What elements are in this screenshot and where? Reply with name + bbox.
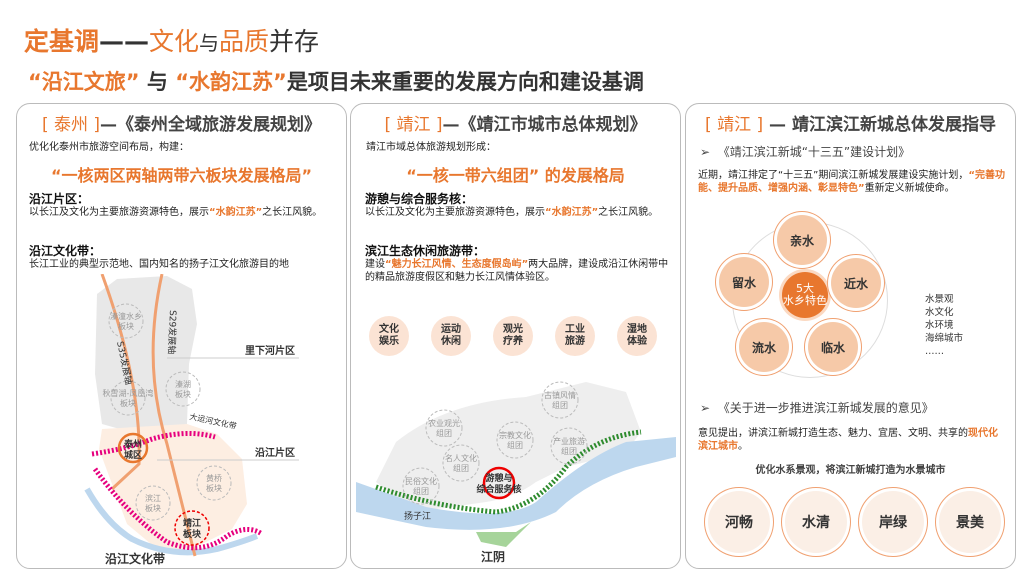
section-heading: 沿江文化带： (29, 244, 102, 258)
panel-taizhou: [ 泰州 ]—《泰州全域旅游发展规划》 优化化泰州市旅游空间布局，构建： “一核… (16, 103, 347, 569)
section-text: 近期，靖江排定了“十三五”期间滨江新城发展建设实施计划，“完善功能、提升品质、增… (698, 170, 1005, 194)
map-label: 板块 (120, 398, 136, 408)
map-label: 综合服务核 (476, 483, 521, 495)
panel-jingjiang-plan: [ 靖江 ]—《靖江市城市总体规划》 靖江市域总体旅游规划形成： “一核一带六组… (350, 103, 681, 569)
headline: “一核两区两轴两带六板块发展格局” (50, 166, 313, 185)
map-label: 沿江片区 (255, 446, 295, 459)
theme-circle: 湿地体验 (617, 316, 657, 356)
theme-circle: 运动休闲 (431, 316, 471, 356)
map-label: 板块 (175, 389, 191, 399)
goal-circle: 水清 (785, 491, 847, 553)
map-label: 滨江 (145, 493, 161, 503)
map-label: 板块 (183, 528, 202, 540)
map-label: 黄桥 (206, 473, 222, 483)
section-text: 长江工业的典型示范地、国内知名的扬子江文化旅游目的地 (29, 259, 289, 270)
bullet-opinion-title: ➢ 《关于进一步推进滨江新城发展的意见》 (700, 401, 934, 415)
map-label: 沿江文化带 (104, 551, 165, 566)
panel-header: [ 靖江 ] — 靖江滨江新城总体发展指导 (705, 115, 996, 135)
section-text: 建设“魅力长江风情、生态度假岛屿”两大品牌，建设成沿江休闲带中的精品旅游度假区和… (365, 259, 669, 283)
page-subtitle: “沿江文旅” 与 “水韵江苏”是项目未来重要的发展方向和建设基调 (28, 70, 644, 94)
water-feature-circle: 近水 (831, 258, 881, 308)
page-title: 定基调——文化与品质并存 (24, 27, 320, 56)
map-label: 组团 (552, 400, 568, 410)
section-heading: 游憩与综合服务核： (365, 192, 474, 206)
center-badge: 5大水乡特色 (782, 272, 828, 318)
intro-text: 优化化泰州市旅游空间布局，构建： (29, 142, 189, 153)
map-label: 板块 (145, 503, 161, 513)
section-heading: 滨江生态休闲旅游带： (365, 244, 486, 258)
section-text: 以长江及文化为主要旅游资源特色，展示“水韵江苏”之长江风貌。 (365, 207, 659, 218)
map-label: 宗教文化 (499, 430, 531, 440)
water-feature-circle: 亲水 (777, 215, 827, 265)
map-label: 组团 (561, 446, 577, 456)
map-label: 溱潼水乡 (110, 311, 142, 321)
map-label: 产业旅游 (553, 436, 585, 446)
map-label: 江阴 (481, 549, 505, 564)
map-label: 秋雪湖-凤凰湾 (103, 388, 154, 398)
theme-circle: 观光疗养 (493, 316, 533, 356)
theme-circle: 工业旅游 (555, 316, 595, 356)
intro-text: 靖江市域总体旅游规划形成： (366, 142, 496, 153)
section-heading: 沿江片区： (29, 192, 90, 206)
map-label: 组团 (436, 428, 452, 438)
map-label: 游憩与 (485, 472, 512, 484)
map-label: 溱湖 (175, 379, 191, 389)
water-aspect-item: 水景观 (925, 294, 954, 305)
map-label: 组团 (413, 486, 429, 496)
taizhou-core-circle (117, 432, 149, 464)
section-text: 意见提出，讲滨江新城打造生态、魅力、宜居、文明、共享的现代化滨江城市。 (698, 428, 998, 452)
map-label: 板块 (118, 321, 134, 331)
goal-circle: 河畅 (708, 491, 770, 553)
water-aspect-item: …… (925, 346, 944, 357)
map-label: 板块 (206, 483, 222, 493)
map-label: 组团 (453, 463, 469, 473)
water-aspect-item: 水环境 (925, 320, 954, 331)
water-feature-circle: 留水 (719, 257, 769, 307)
goal-circle: 景美 (939, 491, 1001, 553)
panel-binjiang-guidance: [ 靖江 ] — 靖江滨江新城总体发展指导 ➢ 《靖江滨江新城“十三五”建设计划… (685, 103, 1016, 569)
map-label: 组团 (507, 440, 523, 450)
map-label: 靖江 (183, 517, 201, 529)
bullet-plan-title: ➢ 《靖江滨江新城“十三五”建设计划》 (700, 145, 911, 159)
section-text: 以长江及文化为主要旅游资源特色，展示“水韵江苏”之长江风貌。 (29, 207, 323, 218)
panel-header: [ 泰州 ]—《泰州全域旅游发展规划》 (41, 115, 322, 135)
theme-circle: 文化娱乐 (369, 316, 409, 356)
goal-circle: 岸绿 (862, 491, 924, 553)
slogan: 优化水系景观，将滨江新城打造为水景城市 (755, 465, 946, 476)
map-label: 城区 (124, 449, 142, 461)
water-feature-circle: 临水 (808, 322, 858, 372)
map-label: S29发展轴 (165, 310, 179, 355)
map-label: 古镇风情 (544, 390, 576, 400)
map-label: 民俗文化 (405, 476, 437, 486)
headline: “一核一带六组团” 的发展格局 (406, 166, 625, 185)
map-label: 扬子江 (404, 510, 431, 522)
map-label: 农业观光 (428, 418, 460, 428)
water-aspect-item: 海绵城市 (925, 333, 964, 344)
water-feature-circle: 流水 (739, 322, 789, 372)
water-aspect-item: 水文化 (925, 307, 954, 318)
panel-header: [ 靖江 ]—《靖江市城市总体规划》 (384, 115, 647, 135)
map-label: 里下河片区 (245, 344, 295, 357)
map-label: 名人文化 (445, 453, 477, 463)
map-label: 泰州 (123, 438, 142, 450)
